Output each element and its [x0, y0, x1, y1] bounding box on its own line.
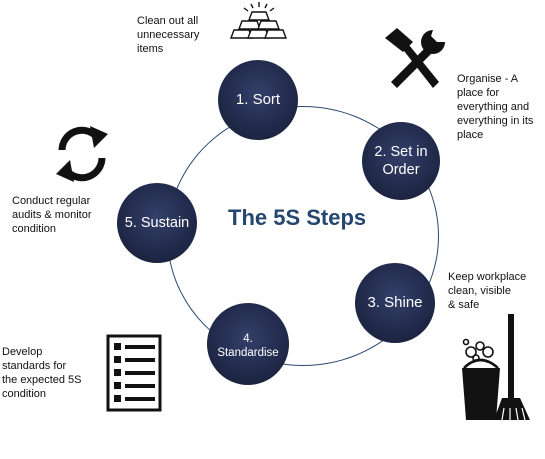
step-circle-set-in-order: 2. Set in Order	[362, 122, 440, 200]
step-label-line: Order	[382, 162, 420, 178]
note-line: place	[457, 129, 484, 141]
step-label-line: 2. Set in	[374, 143, 428, 160]
note-line: Develop	[2, 346, 43, 358]
note-line: everything and	[457, 101, 530, 113]
step-circle-shine: 3. Shine	[355, 263, 435, 343]
note-line: clean, visible	[448, 285, 511, 297]
note-line: condition	[12, 223, 57, 235]
note-sustain: Conduct regular audits & monitor conditi…	[12, 194, 112, 236]
gold-bars-icon	[230, 2, 288, 39]
step-label-line: 5. Sustain	[124, 214, 190, 231]
step-circle-sort: 1. Sort	[218, 60, 298, 140]
note-line: place for	[457, 87, 500, 99]
note-line: condition	[2, 388, 47, 400]
note-line: items	[137, 43, 164, 55]
note-line: & safe	[448, 299, 480, 311]
note-line: audits & monitor	[12, 209, 92, 221]
step-label-line: Standardise	[217, 347, 279, 359]
note-standardise: Develop standards for the expected 5S co…	[2, 345, 102, 401]
cycle-arrows-icon	[56, 126, 108, 182]
step-label-line: 1. Sort	[235, 90, 281, 108]
cleaning-bucket-broom-icon	[462, 314, 530, 421]
step-label-line: 4.	[243, 332, 253, 345]
note-line: the expected 5S	[2, 374, 82, 386]
note-line: Organise - A	[457, 73, 519, 85]
step-label-line: 3. Shine	[367, 293, 423, 311]
tools-icon	[385, 28, 445, 88]
note-line: everything in its	[457, 115, 534, 127]
note-line: unnecessary	[137, 29, 200, 41]
checklist-icon	[106, 334, 162, 412]
note-set-in-order: Organise - A place for everything and ev…	[457, 72, 545, 142]
note-line: Keep workplace	[448, 271, 527, 283]
step-circle-sustain: 5. Sustain	[117, 183, 197, 263]
step-circle-standardise: 4. Standardise	[207, 303, 289, 385]
diagram-title: The 5S Steps	[228, 205, 367, 230]
note-sort: Clean out all unnecessary items	[137, 14, 232, 56]
note-line: standards for	[2, 360, 67, 372]
note-line: Conduct regular	[12, 195, 91, 207]
note-line: Clean out all	[137, 15, 199, 27]
note-shine: Keep workplace clean, visible & safe	[448, 270, 543, 312]
